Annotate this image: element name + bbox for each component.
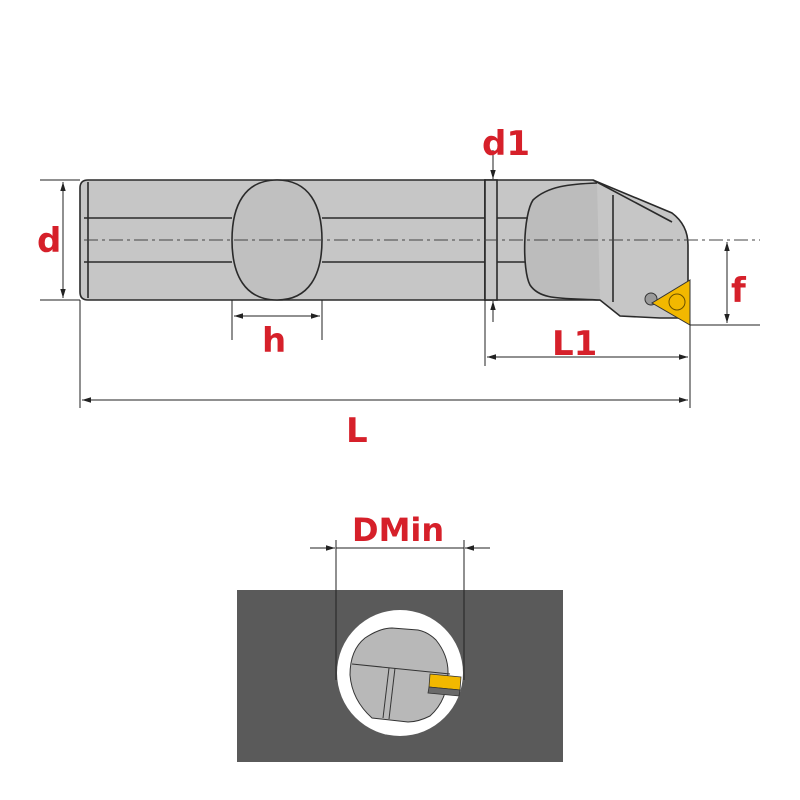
label-d: d bbox=[37, 221, 61, 261]
end-view bbox=[237, 590, 563, 762]
dimension-f: f bbox=[690, 242, 760, 326]
label-L1: L1 bbox=[552, 324, 597, 364]
label-dmin: DMin bbox=[352, 511, 444, 549]
dimension-d1: d1 bbox=[482, 124, 530, 322]
tool-cross-section bbox=[349, 627, 449, 723]
label-d1: d1 bbox=[482, 124, 530, 164]
tool-head bbox=[484, 179, 691, 326]
dimension-dmin: DMin bbox=[310, 511, 490, 680]
dimension-L1: L1 bbox=[484, 300, 688, 366]
threading-insert bbox=[651, 279, 691, 326]
label-h: h bbox=[262, 321, 286, 361]
label-f: f bbox=[731, 271, 747, 311]
dimension-h: h bbox=[231, 300, 323, 361]
dimension-L: L bbox=[79, 300, 691, 451]
dimension-d: d bbox=[37, 179, 80, 301]
label-L: L bbox=[346, 411, 368, 451]
